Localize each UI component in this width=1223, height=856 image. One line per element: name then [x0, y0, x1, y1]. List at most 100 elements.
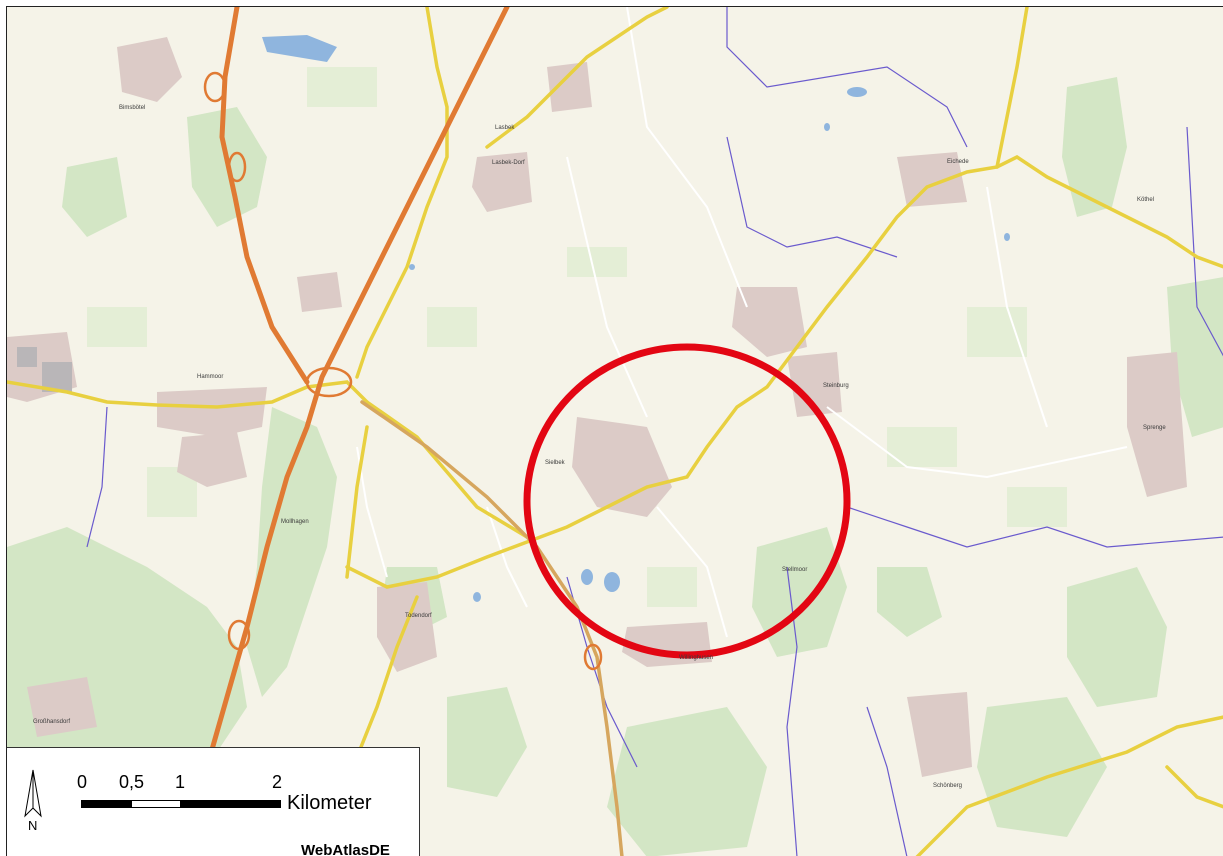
- scale-bar-segment: [82, 801, 132, 807]
- settlement-area: [117, 37, 182, 102]
- place-label: Sprenge: [1143, 425, 1166, 431]
- stream: [86, 406, 108, 548]
- field: [87, 307, 147, 347]
- primary-road: [485, 7, 669, 149]
- lake: [262, 35, 337, 62]
- pond: [824, 123, 830, 131]
- minor-road: [566, 156, 648, 418]
- minor-roads: [356, 7, 1128, 638]
- forest-area: [607, 707, 767, 856]
- place-label: Großhansdorf: [33, 719, 71, 725]
- settlements: [7, 37, 1187, 777]
- scale-tick-label: 1: [175, 772, 186, 792]
- primary-road: [7, 380, 369, 409]
- scale-bar-segment: [132, 801, 180, 807]
- forest-area: [247, 407, 337, 697]
- place-label: Stellmoor: [782, 567, 808, 573]
- place-label: Sielbek: [545, 460, 565, 466]
- trunk-road: [360, 400, 624, 856]
- primary-road: [345, 154, 1223, 589]
- settlement-area: [157, 387, 267, 437]
- settlement-area: [177, 432, 247, 487]
- industrial-areas: [17, 347, 72, 392]
- pond: [604, 572, 620, 592]
- trunk-roads: [360, 400, 624, 856]
- scale-tick-label: 0,5: [119, 772, 145, 792]
- stream: [786, 566, 798, 856]
- place-label: Mollhagen: [281, 519, 309, 525]
- highlight-circle: [523, 343, 851, 659]
- stream: [866, 706, 908, 856]
- minor-road: [656, 506, 728, 638]
- field: [427, 307, 477, 347]
- minor-road: [626, 7, 748, 308]
- settlement-area: [27, 677, 97, 737]
- settlement-area: [787, 352, 842, 417]
- pond: [1004, 233, 1010, 241]
- scale-bar: [81, 800, 281, 808]
- primary-road: [1165, 765, 1223, 809]
- settlement-area: [297, 272, 342, 312]
- primary-road: [365, 400, 529, 539]
- industrial-area: [17, 347, 37, 367]
- map-legend: N 0 0,5 1 2 Kilometer WebAtlasDE: [7, 747, 420, 856]
- forest-area: [752, 527, 847, 657]
- motorway: [189, 7, 510, 810]
- interchange: [203, 71, 227, 103]
- settlement-area: [732, 287, 807, 357]
- forest-area: [1067, 567, 1167, 707]
- primary-road: [995, 7, 1029, 169]
- map-credit: WebAtlasDE: [301, 842, 390, 856]
- pond: [847, 87, 867, 97]
- stream: [726, 136, 898, 258]
- interchange: [227, 619, 251, 651]
- field: [647, 567, 697, 607]
- settlement-area: [547, 62, 592, 112]
- minor-road: [486, 506, 528, 608]
- stream: [726, 7, 968, 148]
- motorway-interchanges: [203, 71, 603, 671]
- primary-road: [915, 715, 1223, 856]
- field: [1007, 487, 1067, 527]
- forest-area: [1167, 277, 1223, 437]
- place-label: Lasbek-Dorf: [492, 160, 525, 166]
- forest-area: [62, 157, 127, 237]
- forest-area: [1062, 77, 1127, 217]
- settlement-area: [377, 582, 437, 672]
- field: [307, 67, 377, 107]
- north-arrow-icon: [24, 769, 42, 818]
- forest-area: [977, 697, 1107, 837]
- place-label: Bimsbötel: [119, 105, 146, 111]
- settlement-area: [572, 417, 672, 517]
- place-label: Köthel: [1137, 197, 1155, 203]
- minor-road: [826, 406, 1128, 479]
- settlement-area: [472, 152, 532, 212]
- minor-road: [986, 186, 1048, 428]
- map-frame[interactable]: Bimsbötel Lasbek Lasbek-Dorf Hammoor Ste…: [6, 6, 1223, 856]
- place-label: Willinghusen: [679, 655, 714, 661]
- interchange: [227, 151, 247, 183]
- motorway: [219, 7, 310, 385]
- place-label: Eichede: [947, 159, 969, 165]
- forest-area: [877, 567, 942, 637]
- place-label: Lasbek: [495, 125, 515, 131]
- primary-road: [355, 595, 419, 759]
- water-bodies: [262, 35, 1010, 602]
- interchange: [305, 366, 353, 398]
- stream: [1186, 126, 1223, 357]
- settlement-area: [907, 692, 972, 777]
- pond: [473, 592, 481, 602]
- scale-tick-label: 2: [272, 772, 283, 792]
- settlement-area: [897, 152, 967, 207]
- field: [567, 247, 627, 277]
- scale-tick-label: 0: [77, 772, 88, 792]
- stream: [846, 506, 1223, 548]
- north-label: N: [28, 818, 38, 833]
- motorways: [189, 7, 510, 810]
- light-green-fields: [87, 67, 1067, 607]
- primary-road: [345, 425, 369, 579]
- pond: [409, 264, 415, 270]
- scale-unit-label: Kilometer: [287, 792, 372, 814]
- interchange: [583, 643, 603, 671]
- map-canvas[interactable]: [7, 7, 1223, 856]
